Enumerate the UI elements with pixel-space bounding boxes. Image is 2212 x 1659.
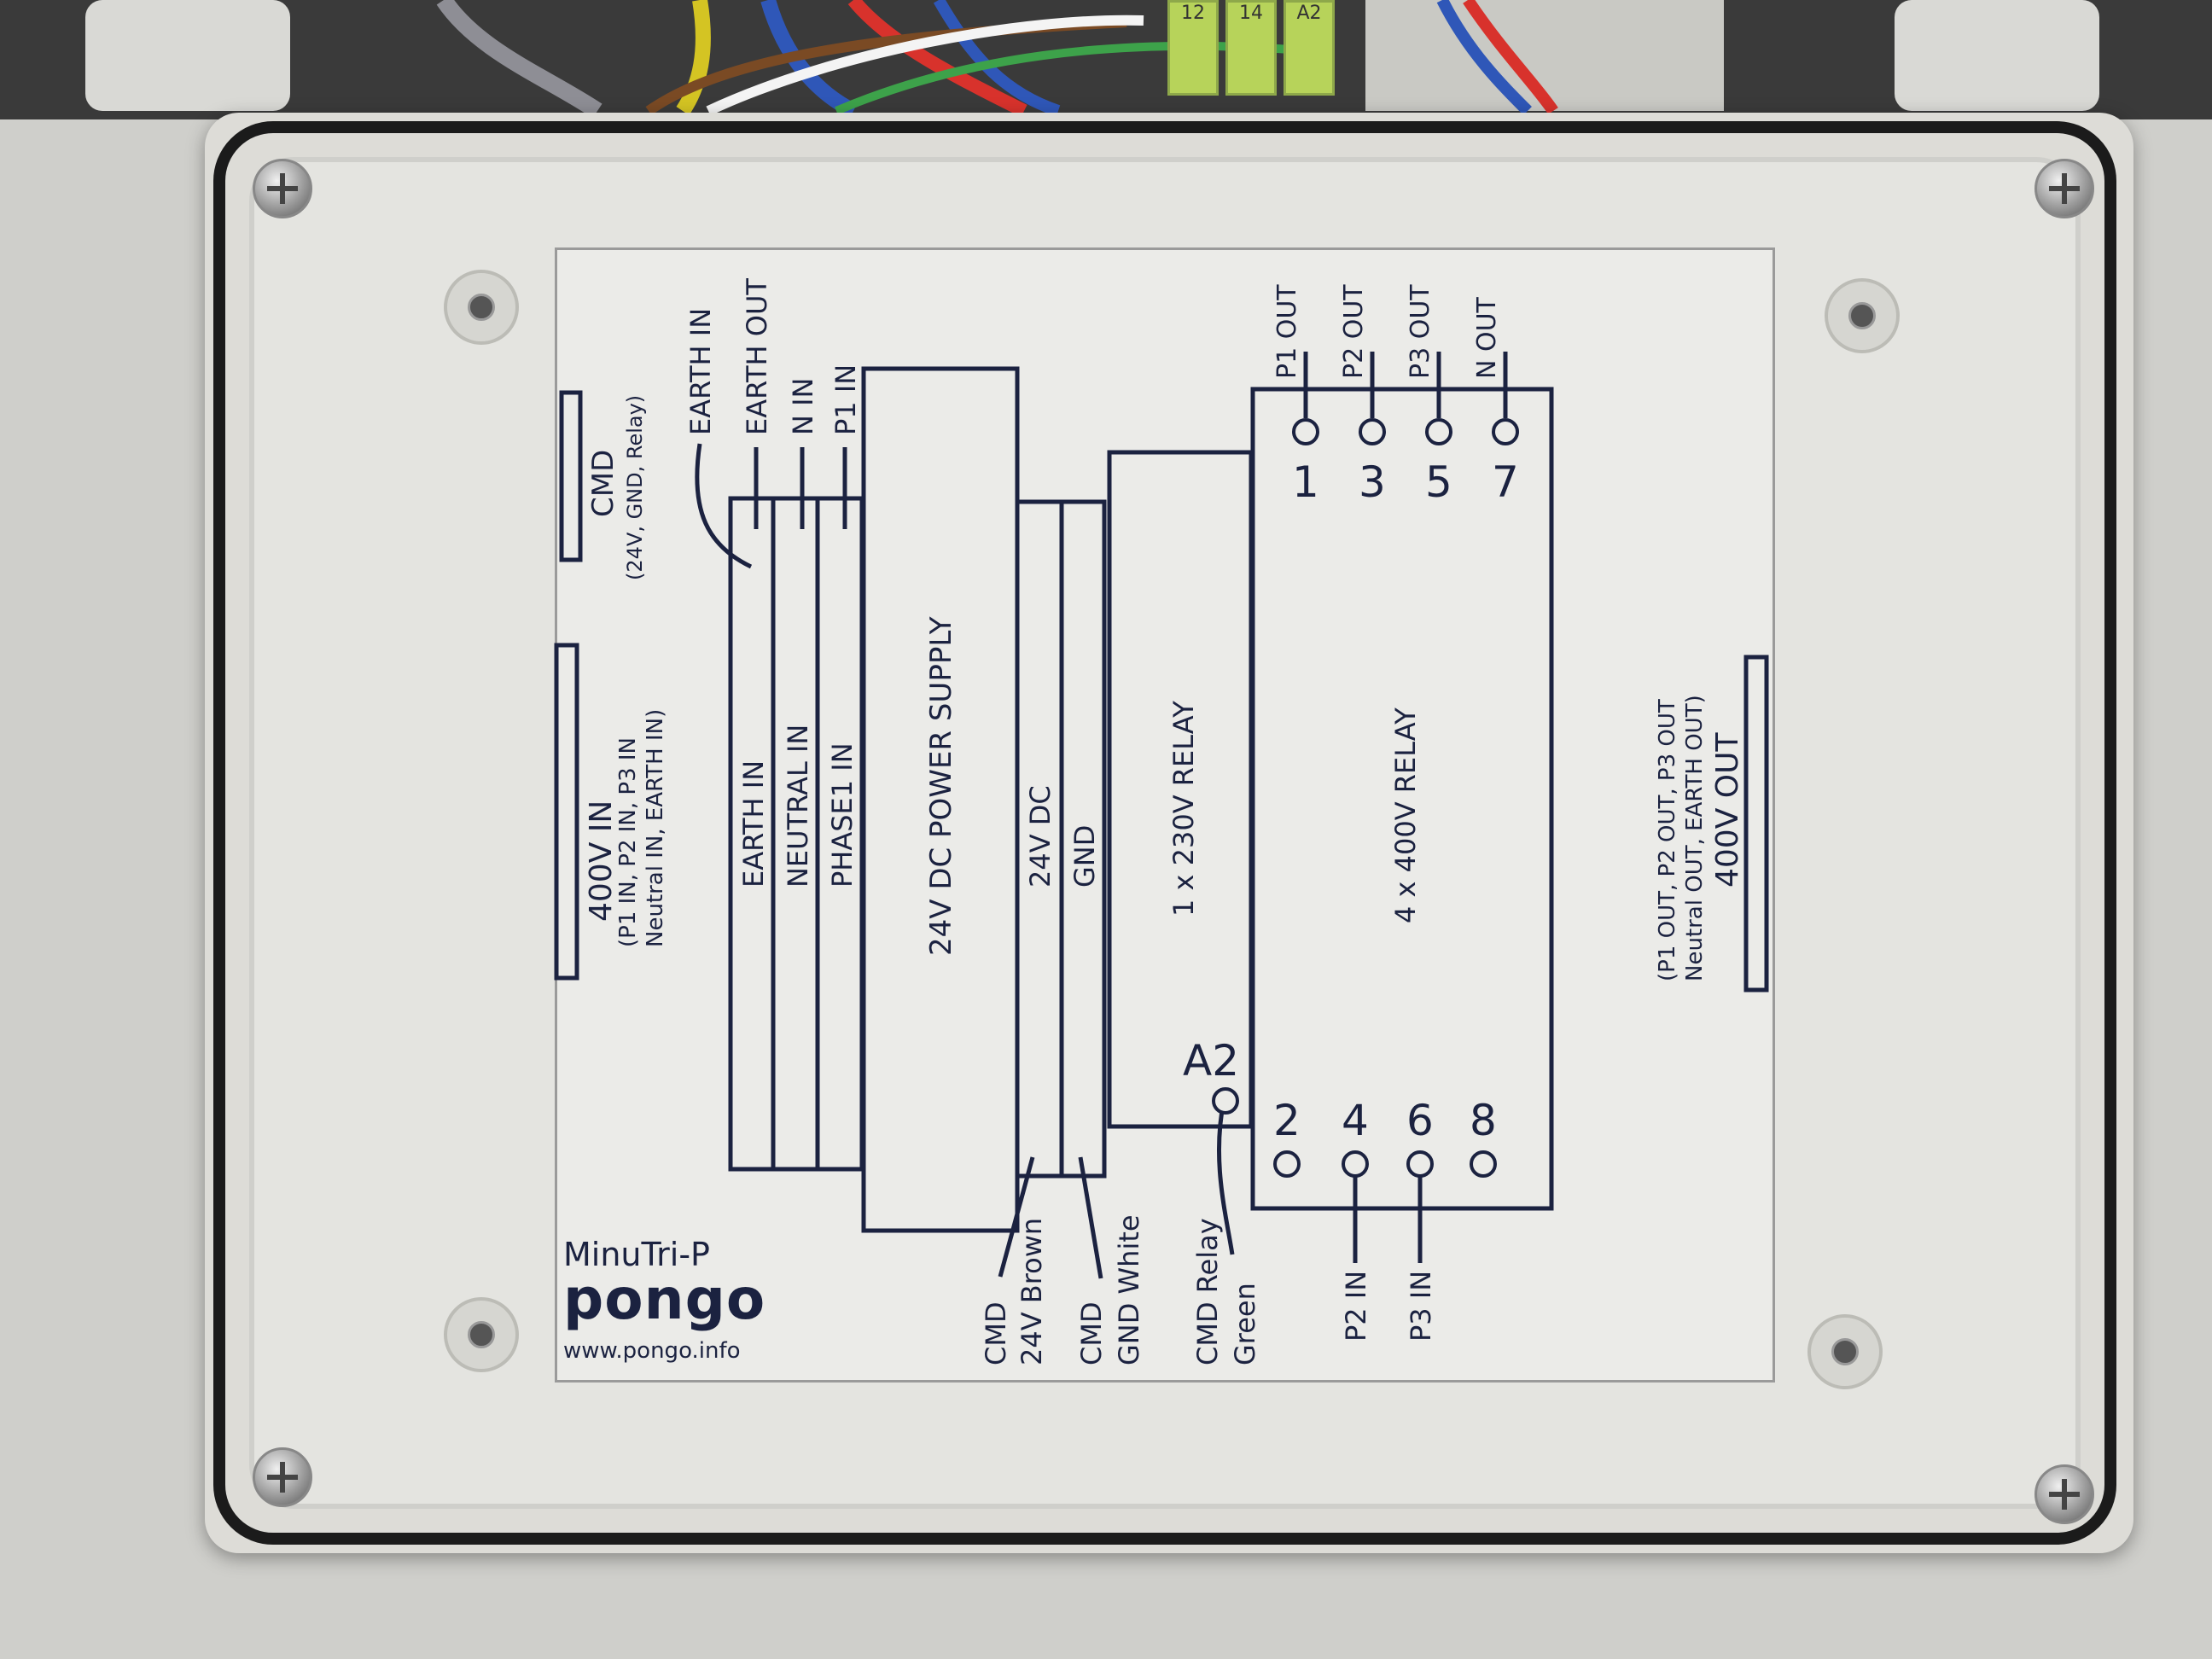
pin-6: [1406, 1150, 1434, 1178]
pin-a2: [1212, 1087, 1239, 1115]
output-connector-line2: Neutral OUT, EARTH OUT): [1682, 695, 1708, 981]
top-pin-1: 1: [1292, 457, 1319, 507]
bottom-pin-6: 6: [1406, 1096, 1434, 1145]
mount-boss-bottom-right: [1807, 1314, 1883, 1389]
mount-boss-bottom-left: [444, 1297, 519, 1372]
bus-label-24v: 24V DC: [1024, 785, 1057, 888]
top-pin-7: 7: [1492, 457, 1519, 507]
input-connector-line2: Neutral IN, EARTH IN): [643, 709, 668, 947]
output-connector-box: [1743, 655, 1769, 992]
mount-boss-top-left: [444, 270, 519, 345]
input-wire-earth-out: EARTH OUT: [741, 278, 773, 435]
screw-top-left: [253, 159, 312, 218]
power-supply-label: 24V DC POWER SUPPLY: [924, 616, 958, 956]
wire-earth-in: [695, 443, 753, 569]
bottom-pin-8: 8: [1470, 1096, 1497, 1145]
top-pin-3: 3: [1359, 457, 1386, 507]
phase-input-p3: P3 IN: [1405, 1271, 1437, 1342]
screw-top-right: [2034, 159, 2094, 218]
input-wire-n-in: N IN: [787, 378, 819, 435]
cmd-connector-box: [559, 390, 583, 562]
bottom-wire-green-line2: Green: [1229, 1283, 1261, 1365]
terminal-14: 14: [1225, 0, 1277, 96]
input-connector-box: [554, 643, 579, 981]
brand-block: MinuTri-P pongo www.pongo.info: [563, 1236, 819, 1381]
pin-1: [1292, 418, 1319, 445]
bottom-wire-white-line2: GND White: [1113, 1214, 1145, 1365]
pin-3: [1359, 418, 1386, 445]
input-connector-line1: (P1 IN, P2 IN, P3 IN: [615, 737, 641, 947]
bus-label-gnd: GND: [1068, 825, 1101, 888]
terminal-a2: A2: [1284, 0, 1335, 96]
bottom-wire-brown-line2: 24V Brown: [1016, 1218, 1048, 1365]
relay-single-label: 1 x 230V RELAY: [1167, 701, 1200, 917]
top-wiring: [0, 0, 2212, 119]
bus-label-phase1: PHASE1 IN: [826, 742, 859, 888]
output-label-p2: P2 OUT: [1339, 284, 1369, 379]
output-label-n: N OUT: [1472, 296, 1502, 379]
input-wire-p1-in: P1 IN: [830, 364, 862, 435]
bus-label-earth: EARTH IN: [737, 760, 770, 888]
wiring-label: [555, 247, 1775, 1382]
input-wire-earth-in: EARTH IN: [684, 308, 717, 435]
output-connector-line1: (P1 OUT, P2 OUT, P3 OUT: [1655, 699, 1680, 981]
relay-a2-label: A2: [1183, 1036, 1239, 1086]
output-connector-title: 400V OUT: [1710, 732, 1745, 888]
input-connector-title: 400V IN: [584, 800, 619, 922]
pin-5: [1425, 418, 1452, 445]
pin-2: [1273, 1150, 1301, 1178]
output-label-p1: P1 OUT: [1272, 284, 1302, 379]
relay-quad-box: [1250, 387, 1554, 1211]
pin-8: [1470, 1150, 1497, 1178]
mount-boss-top-right: [1825, 278, 1900, 353]
bottom-wire-green-line1: CMD Relay: [1191, 1218, 1224, 1365]
screw-bottom-left: [253, 1447, 312, 1507]
brand-model: MinuTri-P: [563, 1236, 710, 1273]
bottom-wire-white-line1: CMD: [1075, 1301, 1108, 1365]
terminal-12: 12: [1167, 0, 1219, 96]
bottom-pin-2: 2: [1273, 1096, 1301, 1145]
cmd-connector-title: CMD: [586, 450, 620, 517]
output-label-p3: P3 OUT: [1406, 284, 1435, 379]
phase-input-p2: P2 IN: [1340, 1271, 1372, 1342]
brand-url: www.pongo.info: [563, 1338, 741, 1364]
top-pin-5: 5: [1425, 457, 1452, 507]
pin-4: [1342, 1150, 1369, 1178]
bus-label-neutral: NEUTRAL IN: [782, 725, 814, 888]
enclosure-gasket: [213, 121, 2116, 1545]
bottom-wire-brown-line1: CMD: [980, 1301, 1012, 1365]
brand-logo: pongo: [563, 1266, 766, 1332]
cmd-connector-subtitle: (24V, GND, Relay): [623, 395, 647, 580]
pin-7: [1492, 418, 1519, 445]
screw-bottom-right: [2034, 1464, 2094, 1524]
relay-quad-label: 4 x 400V RELAY: [1389, 707, 1422, 923]
bottom-pin-4: 4: [1342, 1096, 1369, 1145]
